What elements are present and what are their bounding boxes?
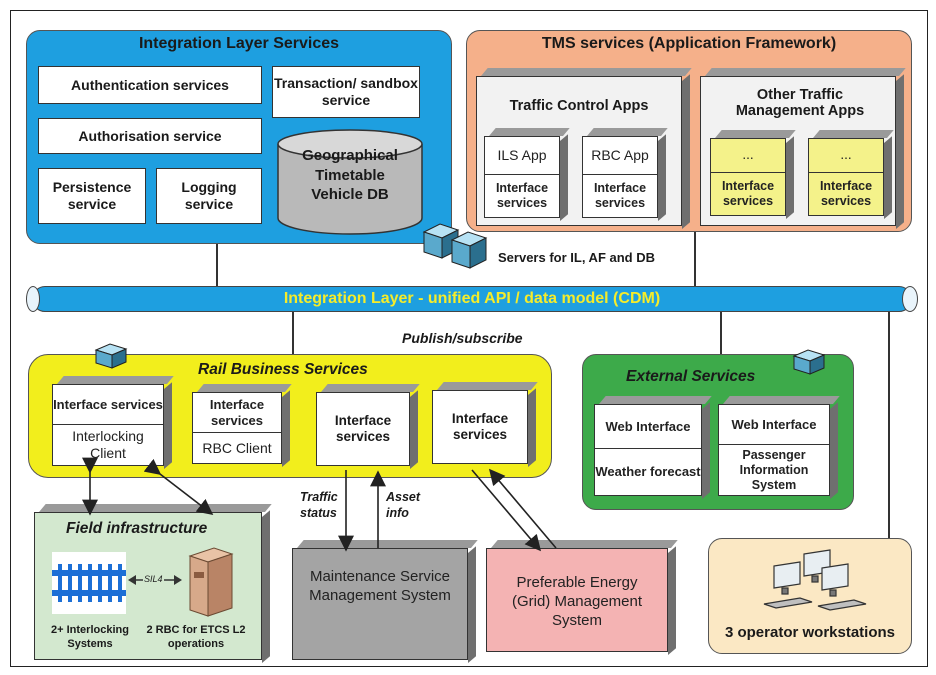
connector-bar-rail (292, 310, 294, 354)
pis-web-interface: Web Interface (719, 405, 829, 445)
other-app-2-box: ... Interface services (808, 138, 884, 216)
authorisation-service-box: Authorisation service (38, 118, 262, 154)
rbc-interface-services: Interface services (593, 181, 647, 210)
integration-layer-bar (32, 286, 912, 312)
operator-workstations-label: 3 operator workstations (724, 624, 896, 641)
interlocking-track-icon (52, 552, 126, 614)
connector-tms-bar (694, 232, 696, 286)
other-app-1-box: ... Interface services (710, 138, 786, 216)
maintenance-system-box (292, 548, 468, 660)
logging-service-box: Logging service (156, 168, 262, 224)
other-app-2-label: ... (809, 139, 883, 173)
rbc-app-label: RBC App (583, 137, 657, 175)
energy-system-label: Preferable Energy (Grid) Management Syst… (511, 574, 643, 629)
traffic-status-label: Traffic status (300, 490, 338, 520)
tms-services-title: TMS services (Application Framework) (541, 35, 837, 52)
authentication-services-box: Authentication services (38, 66, 262, 104)
integration-layer-bar-label: Integration Layer - unified API / data m… (283, 290, 661, 307)
field-infrastructure-title: Field infrastructure (66, 520, 208, 537)
external-services-title: External Services (626, 368, 756, 385)
transaction-sandbox-box: Transaction/ sandbox service (272, 66, 420, 118)
workstation-icon (763, 549, 867, 611)
ils-app-box: ILS App Interface services (484, 136, 560, 218)
rbc-client-box: Interface services RBC Client (192, 392, 282, 464)
rail-server-icon (94, 343, 128, 369)
ils-app-label: ILS App (485, 137, 559, 175)
energy-arrow-up (488, 468, 557, 549)
rbc-app-box: RBC App Interface services (582, 136, 658, 218)
servers-label: Servers for IL, AF and DB (498, 250, 655, 265)
other-traffic-apps-title: Other Traffic Management Apps (735, 87, 865, 119)
weather-box: Web Interface Weather forecast (594, 404, 702, 496)
diagram-frame (10, 10, 928, 667)
maintenance-system-label: Maintenance Service Management System (309, 568, 451, 604)
servers-icon (422, 223, 488, 269)
weather-web-interface: Web Interface (595, 405, 701, 449)
ils-interface-services: Interface services (495, 181, 549, 210)
other-app-1-interface: Interface services (721, 179, 775, 208)
traffic-control-apps-title: Traffic Control Apps (509, 98, 649, 114)
publish-subscribe-label: Publish/subscribe (402, 330, 523, 346)
database-label: Geographical Timetable Vehicle DB (302, 147, 398, 203)
integration-layer-services-title: Integration Layer Services (138, 35, 340, 52)
passenger-info-box: Web Interface Passenger Information Syst… (718, 404, 830, 496)
energy-arrow-down (471, 469, 542, 552)
external-server-icon (792, 349, 826, 375)
interlocking-systems-label: 2+ Interlocking Systems (51, 624, 129, 650)
energy-interface-box: Interface services (432, 390, 528, 464)
sil4-label: SIL4 (143, 574, 164, 584)
interlocking-client-box: Interface services Interlocking Client (52, 384, 164, 466)
database-cylinder-icon (277, 129, 423, 235)
rbc-client-label: RBC Client (202, 439, 272, 456)
rbc-etcs-label: 2 RBC for ETCS L2 operations (146, 624, 246, 650)
other-app-2-interface: Interface services (819, 179, 873, 208)
weather-forecast-label: Weather forecast (595, 464, 701, 480)
rbc-client-interface-services: Interface services (193, 393, 281, 433)
passenger-information-label: Passenger Information System (739, 447, 809, 492)
interlocking-client-label: Interlocking Client (72, 428, 144, 461)
other-app-1-label: ... (711, 139, 785, 173)
connector-bar-external (720, 310, 722, 354)
connector-bar-operator (888, 310, 890, 538)
integration-layer-bar-left-cap (26, 286, 40, 312)
rbc-cabinet-icon (188, 547, 234, 617)
interlocking-rbc-arrow (143, 458, 214, 515)
persistence-service-box: Persistence service (38, 168, 146, 224)
interlocking-interface-services: Interface services (53, 385, 163, 425)
integration-layer-bar-right-cap (902, 286, 918, 312)
rail-business-services-title: Rail Business Services (198, 361, 368, 378)
maintenance-interface-box: Interface services (316, 392, 410, 466)
connector-ils-bar (216, 244, 218, 286)
energy-system-box (486, 548, 668, 652)
asset-info-label: Asset info (386, 490, 421, 520)
